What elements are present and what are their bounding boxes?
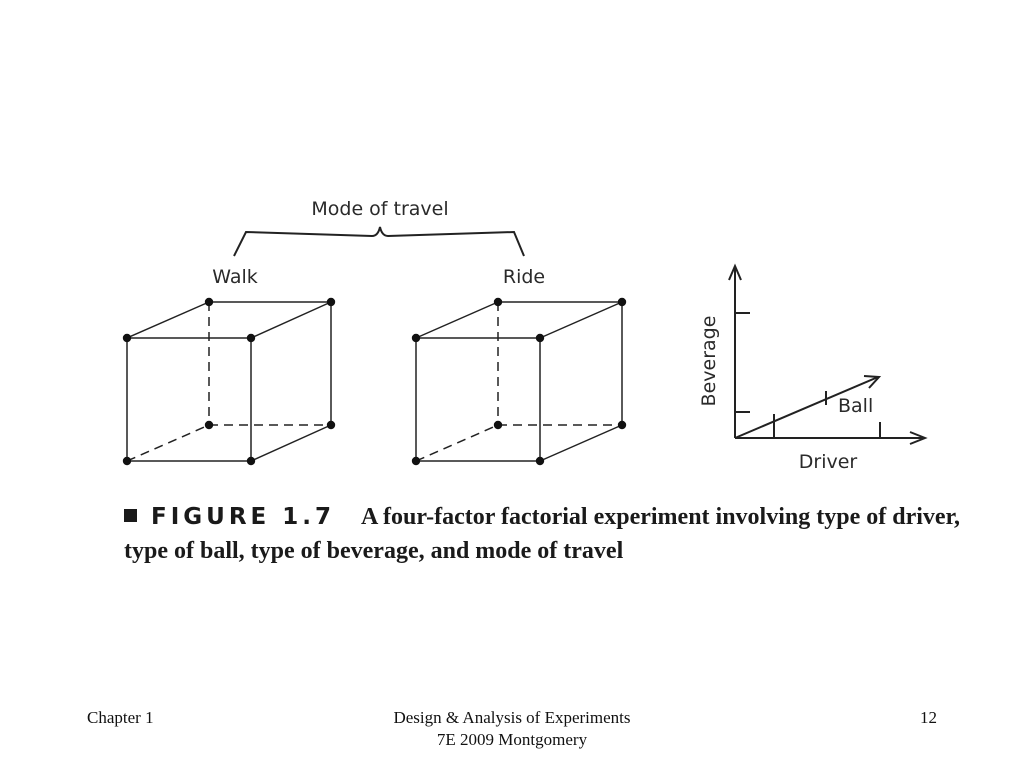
mode-of-travel-brace bbox=[233, 226, 525, 257]
ball-axis-label: Ball bbox=[838, 395, 873, 417]
caption-text: A four-factor factorial experiment invol… bbox=[124, 504, 960, 564]
caption-square-icon bbox=[124, 509, 137, 522]
ride-label: Ride bbox=[503, 266, 545, 288]
walk-cube bbox=[126, 301, 332, 462]
ride-cube-points bbox=[411, 297, 627, 466]
footer-title-line2: 7E 2009 Montgomery bbox=[436, 730, 588, 749]
walk-label: Walk bbox=[212, 266, 258, 288]
mode-of-travel-label: Mode of travel bbox=[311, 198, 448, 220]
footer-title: Design & Analysis of Experiments 7E 2009… bbox=[312, 707, 712, 751]
walk-cube-points bbox=[122, 297, 336, 466]
figure-number: FIGURE 1.7 bbox=[151, 504, 335, 530]
ride-cube bbox=[415, 301, 623, 462]
footer-chapter: Chapter 1 bbox=[87, 708, 154, 727]
driver-axis-label: Driver bbox=[799, 451, 858, 473]
factorial-diagram: Mode of travel Walk Ride bbox=[122, 198, 928, 473]
beverage-axis-label: Beverage bbox=[698, 316, 720, 407]
footer-page-number: 12 bbox=[920, 708, 937, 727]
footer-title-line1: Design & Analysis of Experiments bbox=[393, 708, 631, 727]
axes-key bbox=[728, 263, 928, 445]
